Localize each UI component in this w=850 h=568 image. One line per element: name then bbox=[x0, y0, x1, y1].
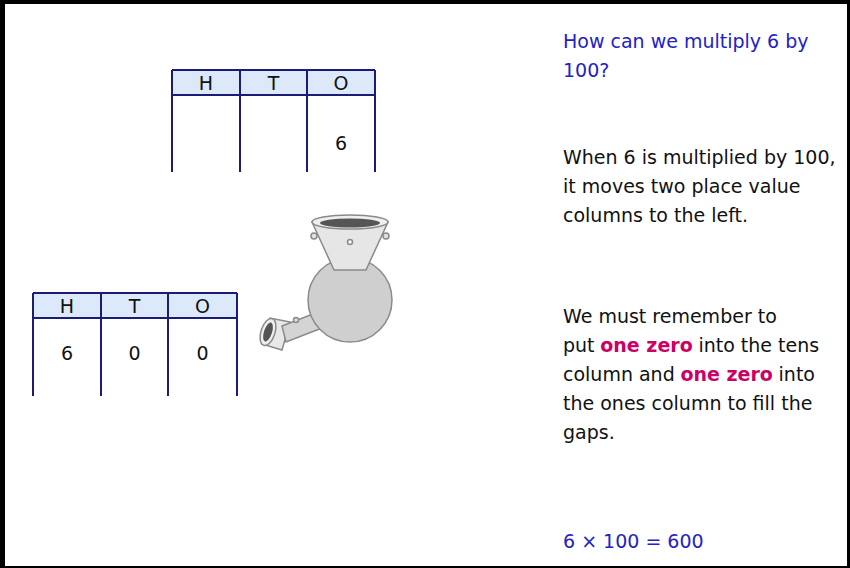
digit: 6 bbox=[33, 338, 101, 368]
place-value-table bbox=[172, 70, 375, 172]
column-header: T bbox=[101, 293, 168, 318]
frame-bar bbox=[0, 0, 850, 4]
highlight: one zero bbox=[600, 334, 692, 356]
paragraph: We must remember to putone zerointo the … bbox=[563, 302, 845, 447]
column-header: T bbox=[240, 70, 307, 95]
column-header: O bbox=[307, 70, 375, 95]
column-header: H bbox=[33, 293, 101, 318]
highlight: one zero bbox=[680, 363, 772, 385]
question-heading: How can we multiply 6 by 100? bbox=[563, 27, 845, 85]
column-header: H bbox=[172, 70, 240, 95]
explanation: When 6 is multiplied by 100, it moves tw… bbox=[563, 143, 845, 230]
machine-illustration bbox=[257, 215, 392, 350]
equation: 6 × 100 = 600 bbox=[563, 527, 845, 556]
place-value-table bbox=[33, 293, 237, 396]
digit: 0 bbox=[168, 338, 237, 368]
frame-bar bbox=[847, 0, 850, 568]
frame-bar bbox=[0, 0, 5, 568]
column-header: O bbox=[168, 293, 237, 318]
digit: 6 bbox=[307, 128, 375, 158]
digit: 0 bbox=[101, 338, 168, 368]
frame-bar bbox=[0, 566, 850, 568]
